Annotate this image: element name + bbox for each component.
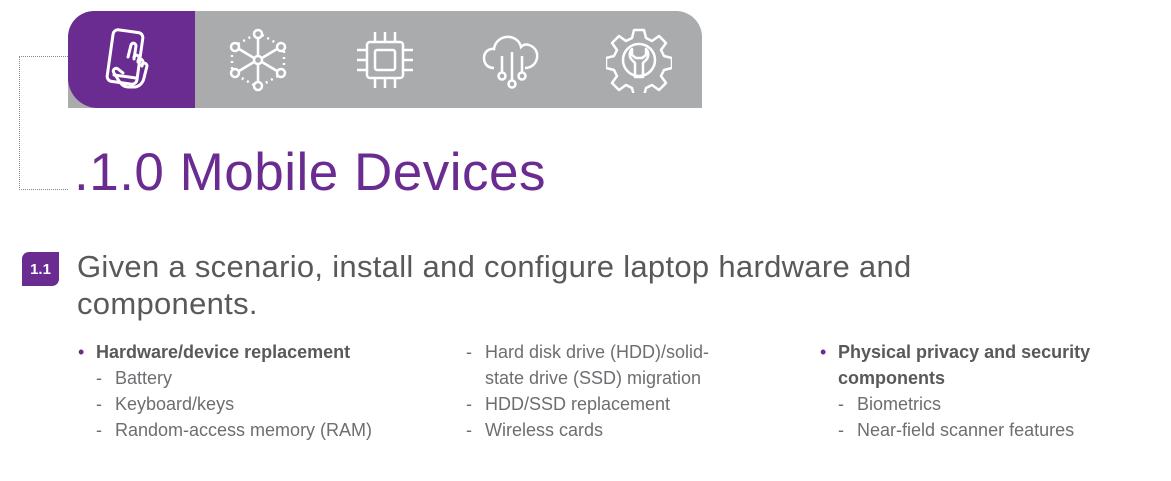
bullet-dot-icon: • <box>78 342 85 362</box>
list-item: • Hardware/device replacement <box>78 339 436 365</box>
mobile-touch-icon <box>105 27 148 88</box>
list-subitem: -Biometrics <box>838 394 942 414</box>
list-subitem: -Near-field scanner features <box>838 420 1075 440</box>
domain-icon-bar <box>68 11 702 108</box>
list-subitem: -Random-access memory (RAM) <box>96 420 373 440</box>
objective-column-2: -Hard disk drive (HDD)/solid- state driv… <box>466 339 776 443</box>
list-subitem: -Hard disk drive (HDD)/solid- <box>466 342 710 362</box>
objective-number-badge: 1.1 <box>22 252 59 286</box>
page-title: .1.0 Mobile Devices <box>74 143 546 202</box>
list-subitem-continuation: state drive (SSD) migration <box>485 368 702 388</box>
objective-column-3: • Physical privacy and security componen… <box>820 339 1138 443</box>
list-subitem: -Wireless cards <box>466 420 604 440</box>
cloud-network-icon <box>482 35 538 89</box>
tab-mobile-devices[interactable] <box>68 11 195 108</box>
gear-wrench-icon <box>605 28 672 93</box>
dotted-connector <box>19 56 68 190</box>
list-subitem: -Keyboard/keys <box>96 394 235 414</box>
network-nodes-icon <box>229 28 287 91</box>
list-item-continuation: components <box>838 368 946 388</box>
bullet-dot-icon: • <box>820 342 827 362</box>
objective-title: Given a scenario, install and configure … <box>77 249 912 321</box>
tab-cloud[interactable] <box>448 11 575 108</box>
list-item: • Physical privacy and security <box>820 339 1138 365</box>
processor-chip-icon <box>356 31 413 88</box>
tab-networking[interactable] <box>195 11 321 108</box>
list-subitem: -HDD/SSD replacement <box>466 394 671 414</box>
tab-hardware[interactable] <box>321 11 448 108</box>
objective-column-1: • Hardware/device replacement -Battery -… <box>78 339 436 443</box>
list-subitem: -Battery <box>96 368 173 388</box>
tab-troubleshooting[interactable] <box>575 11 702 108</box>
